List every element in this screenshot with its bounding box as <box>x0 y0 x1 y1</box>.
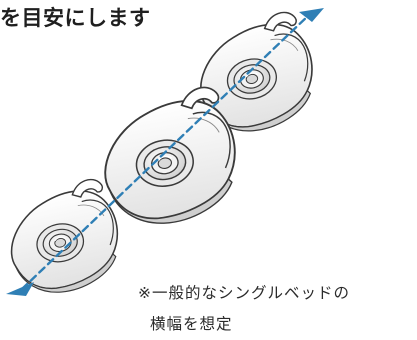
footnote: ※一般的なシングルベッドの 横幅を想定 <box>138 278 350 340</box>
mouse-icon-bottom <box>0 175 129 302</box>
headline: を目安にします <box>0 6 151 30</box>
arrowhead-right-icon <box>299 8 324 22</box>
footnote-line-1: ※一般的なシングルベッドの <box>138 284 350 302</box>
arrowhead-left-icon <box>6 282 34 296</box>
movement-path-line <box>20 12 312 291</box>
footnote-line-2: 横幅を想定 <box>150 315 233 333</box>
